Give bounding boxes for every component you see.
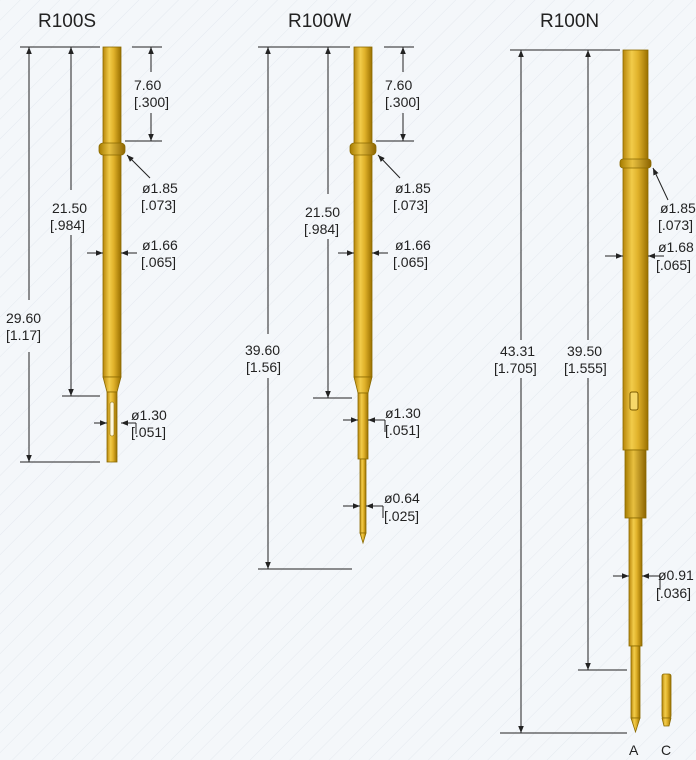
dim-top-mm: 7.60 <box>385 77 412 93</box>
dim-body-mm: ø1.68 <box>658 239 694 255</box>
dim-ring-mm: ø1.85 <box>142 180 178 196</box>
probe-ring <box>98 142 126 156</box>
probe-r100s: R100S 7.60 [.300] ø1.85 [.073] 21.50 [.9… <box>6 11 178 463</box>
dim-mid-mm: 21.50 <box>305 204 340 220</box>
dim-tip-mm: ø1.30 <box>131 407 167 423</box>
probe-pin <box>359 458 367 534</box>
plunger-slot <box>109 401 115 437</box>
probe-pin <box>630 645 641 719</box>
barrel-window <box>629 391 639 411</box>
dim-total-mm: 43.31 <box>500 343 535 359</box>
dim-mid-mm: 21.50 <box>52 200 87 216</box>
variant-label-a: A <box>629 742 639 758</box>
probe-title: R100S <box>38 11 96 32</box>
dim-ring-mm: ø1.85 <box>395 180 431 196</box>
dim-mid-in: [.984] <box>50 217 85 233</box>
dim-mid-mm: 39.50 <box>567 343 602 359</box>
probe-sleeve <box>624 449 647 519</box>
probe-barrel <box>102 46 122 378</box>
dim-ring-in: [.073] <box>658 217 693 233</box>
dim-tip-in: [.051] <box>131 424 166 440</box>
dim-body-in: [.065] <box>141 254 176 270</box>
dim-body-in: [.065] <box>656 257 691 273</box>
dim-tip-mm: ø1.30 <box>385 405 421 421</box>
dim-top-in: [.300] <box>134 94 169 110</box>
dim-total-in: [1.17] <box>6 327 41 343</box>
probe-barrel <box>353 46 373 378</box>
probe-title: R100N <box>540 11 599 32</box>
probe-variant-c-tip <box>661 717 672 727</box>
dim-top-in: [.300] <box>385 94 420 110</box>
probe-point <box>359 532 367 545</box>
dim-pin-in: [.036] <box>656 585 691 601</box>
probe-point-a <box>630 717 641 734</box>
dim-body-mm: ø1.66 <box>142 237 178 253</box>
probe-plunger <box>628 517 643 647</box>
dim-pin-mm: ø0.91 <box>658 567 694 583</box>
dim-top-mm: 7.60 <box>134 77 161 93</box>
dim-pin-in: [.025] <box>384 508 419 524</box>
probe-ring <box>619 158 652 169</box>
probe-ring <box>349 142 377 156</box>
dim-total-mm: 29.60 <box>6 310 41 326</box>
dim-pin-mm: ø0.64 <box>384 490 420 506</box>
probe-variant-c <box>661 673 672 719</box>
dim-ring-in: [.073] <box>393 197 428 213</box>
dim-total-mm: 39.60 <box>245 342 280 358</box>
probe-r100w: R100W 7.60 [.300] ø1.85 [.073] 21.50 [.9… <box>245 11 431 570</box>
dim-ring-mm: ø1.85 <box>660 200 696 216</box>
probe-r100n: R100N A C 43.31 [1.705] 39.50 [1.555] ø1… <box>494 11 696 758</box>
dim-mid-in: [1.555] <box>564 360 607 376</box>
dim-total-in: [1.56] <box>246 359 281 375</box>
dim-mid-in: [.984] <box>304 221 339 237</box>
dim-body-in: [.065] <box>393 254 428 270</box>
dim-total-in: [1.705] <box>494 360 537 376</box>
dim-body-mm: ø1.66 <box>395 237 431 253</box>
variant-label-c: C <box>661 742 671 758</box>
probe-plunger <box>357 392 369 460</box>
probe-title: R100W <box>288 11 351 32</box>
probe-barrel <box>622 49 649 451</box>
dim-tip-in: [.051] <box>385 422 420 438</box>
dim-ring-in: [.073] <box>141 197 176 213</box>
